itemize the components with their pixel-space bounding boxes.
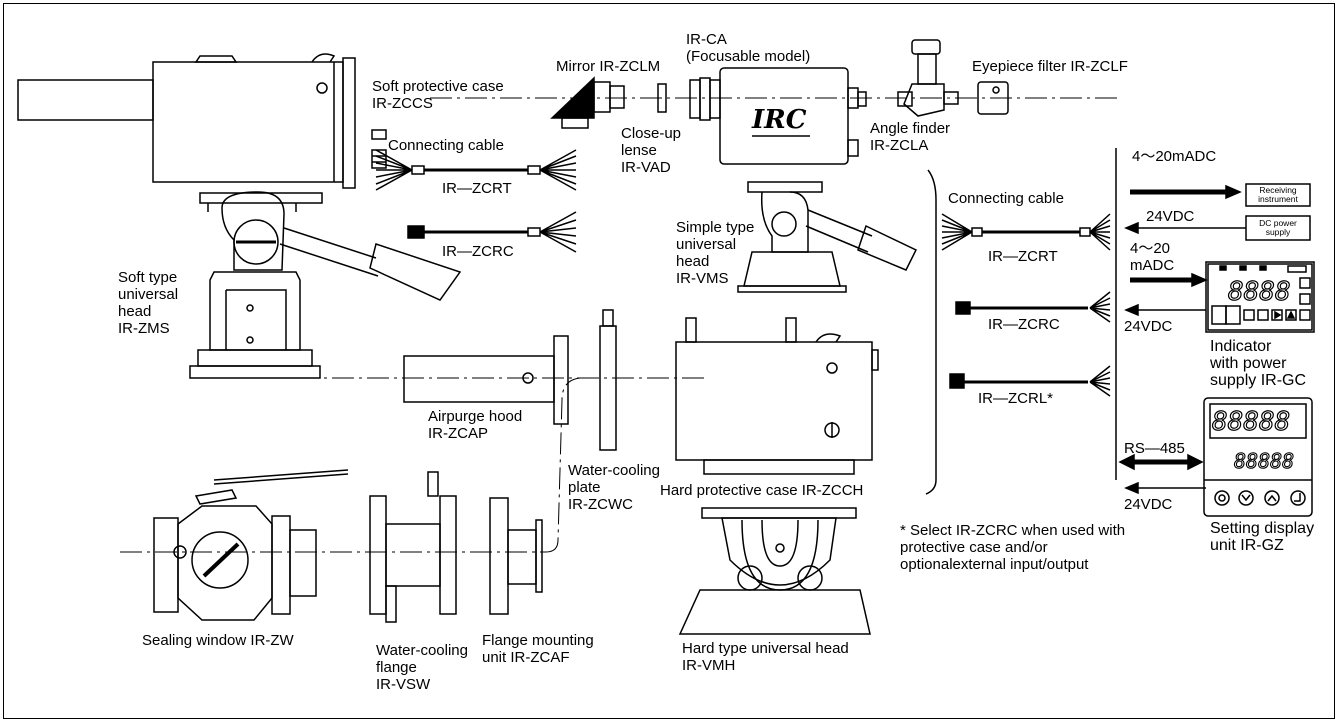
label-zcrc-right: IR—ZCRC: [988, 316, 1060, 333]
svg-text:88888: 88888: [1212, 407, 1290, 437]
label-setting-display-ir-gz: Setting display unit IR-GZ: [1210, 520, 1314, 554]
mirror-drawing: [552, 78, 624, 128]
label-angle-finder: Angle finder IR-ZCLA: [870, 120, 950, 154]
label-closeup-lens: Close-up lense IR-VAD: [621, 125, 681, 176]
label-hard-type-head: Hard type universal head IR-VMH: [682, 640, 849, 674]
setting-display-ir-gz-drawing: 88888 88888: [1204, 398, 1312, 516]
sealing-window-drawing: [154, 470, 348, 620]
label-ir-ca: IR-CA (Focusable model): [686, 31, 810, 65]
hard-protective-case-drawing: [676, 318, 878, 474]
label-connecting-cable-right: Connecting cable: [948, 190, 1064, 207]
label-hard-protective-case: Hard protective case IR-ZCCH: [660, 482, 863, 499]
signal-24vdc-3: 24VDC: [1124, 496, 1172, 513]
label-mirror: Mirror IR-ZCLM: [556, 58, 660, 75]
irc-logo: IRC: [751, 105, 807, 135]
hard-type-universal-head-drawing: [680, 508, 870, 634]
label-flange-mounting-unit: Flange mounting unit IR-ZCAF: [482, 632, 594, 666]
label-connecting-cable-left: Connecting cable: [388, 137, 504, 154]
signal-24vdc-2: 24VDC: [1124, 318, 1172, 335]
soft-protective-case-drawing: [18, 54, 386, 188]
label-soft-type-head: Soft type universal head IR-ZMS: [118, 269, 178, 337]
label-soft-protective-case: Soft protective case IR-ZCCS: [372, 78, 504, 112]
svg-text:8888: 8888: [1228, 277, 1291, 307]
label-water-cooling-plate: Water-cooling plate IR-ZCWC: [568, 462, 660, 513]
signal-4-20madc-b: 4～20 mADC: [1130, 240, 1174, 274]
label-dc-power-supply: DC power supply: [1248, 219, 1308, 237]
indicator-ir-gc-drawing: 8888: [1206, 262, 1314, 332]
flange-mounting-unit-drawing: [490, 498, 542, 614]
connecting-cable-zcrt-right: [942, 214, 1110, 250]
label-zcrt-left: IR—ZCRT: [442, 180, 512, 197]
water-cooling-flange-drawing: [370, 472, 456, 622]
label-zcrl-right: IR—ZCRL*: [978, 390, 1053, 407]
label-airpurge-hood: Airpurge hood IR-ZCAP: [428, 408, 522, 442]
signal-rs485: RS—485: [1124, 440, 1185, 457]
water-cooling-plate-drawing: [600, 310, 616, 450]
footnote-zcrc: * Select IR-ZCRC when used with protecti…: [900, 522, 1125, 573]
angle-finder-drawing: [898, 40, 958, 116]
label-zcrc-left: IR—ZCRC: [442, 243, 514, 260]
label-eyepiece-filter: Eyepiece filter IR-ZCLF: [972, 58, 1128, 75]
label-receiving-instrument: Receiving instrument: [1248, 186, 1308, 204]
signal-24vdc-1: 24VDC: [1146, 208, 1194, 225]
label-water-cooling-flange: Water-cooling flange IR-VSW: [376, 642, 468, 693]
ir-ca-camera-drawing: IRC: [690, 68, 866, 164]
label-zcrt-right: IR—ZCRT: [988, 248, 1058, 265]
signal-4-20madc: 4～20mADC: [1132, 148, 1216, 165]
svg-text:88888: 88888: [1234, 449, 1294, 473]
label-sealing-window: Sealing window IR-ZW: [142, 632, 294, 649]
label-indicator-ir-gc: Indicator with power supply IR-GC: [1210, 338, 1306, 389]
soft-type-universal-head-drawing: [190, 192, 460, 378]
label-simple-type-head: Simple type universal head IR-VMS: [676, 219, 754, 287]
simple-type-universal-head-drawing: [738, 182, 916, 292]
